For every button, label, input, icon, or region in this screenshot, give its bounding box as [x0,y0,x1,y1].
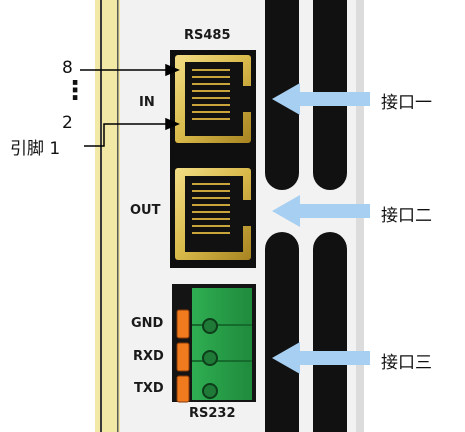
interface-label-1: 接口一 [381,93,432,113]
interface-label-3: 接口三 [381,353,432,373]
terminal-tab-txd [176,375,190,403]
pin-8-pointer [80,63,180,77]
terminal-tab-gnd [176,309,190,339]
pin-2-number: 2 [62,113,73,133]
rail-edge-line [100,0,102,432]
pin-1-pointer [84,117,180,147]
rj45-port-out [175,168,251,260]
rs485-label: RS485 [184,28,231,43]
vent-slot [313,232,347,432]
rxd-label: RXD [133,349,164,364]
vent-slot [265,232,299,432]
out-label: OUT [130,203,161,218]
pin-8-number: 8 [62,58,73,78]
txd-label: TXD [134,381,164,396]
rj45-port-in [175,55,251,143]
mounting-rail [95,0,121,432]
gnd-label: GND [131,316,164,331]
rail-edge-line-inner [117,0,119,432]
interface-label-2: 接口二 [381,206,432,226]
interface-arrow-3 [272,342,370,374]
terminal-screw-gnd [202,318,218,334]
rs232-label: RS232 [189,406,236,421]
interface-arrow-2 [272,195,370,227]
terminal-block-body [192,288,252,400]
terminal-screw-rxd [202,350,218,366]
terminal-screw-txd [202,383,218,399]
pin-1-label: 引脚 1 [10,139,61,159]
in-label: IN [139,95,155,110]
interface-arrow-1 [272,83,370,115]
pin-dots: ⋮ [62,76,88,106]
terminal-tab-rxd [176,342,190,372]
